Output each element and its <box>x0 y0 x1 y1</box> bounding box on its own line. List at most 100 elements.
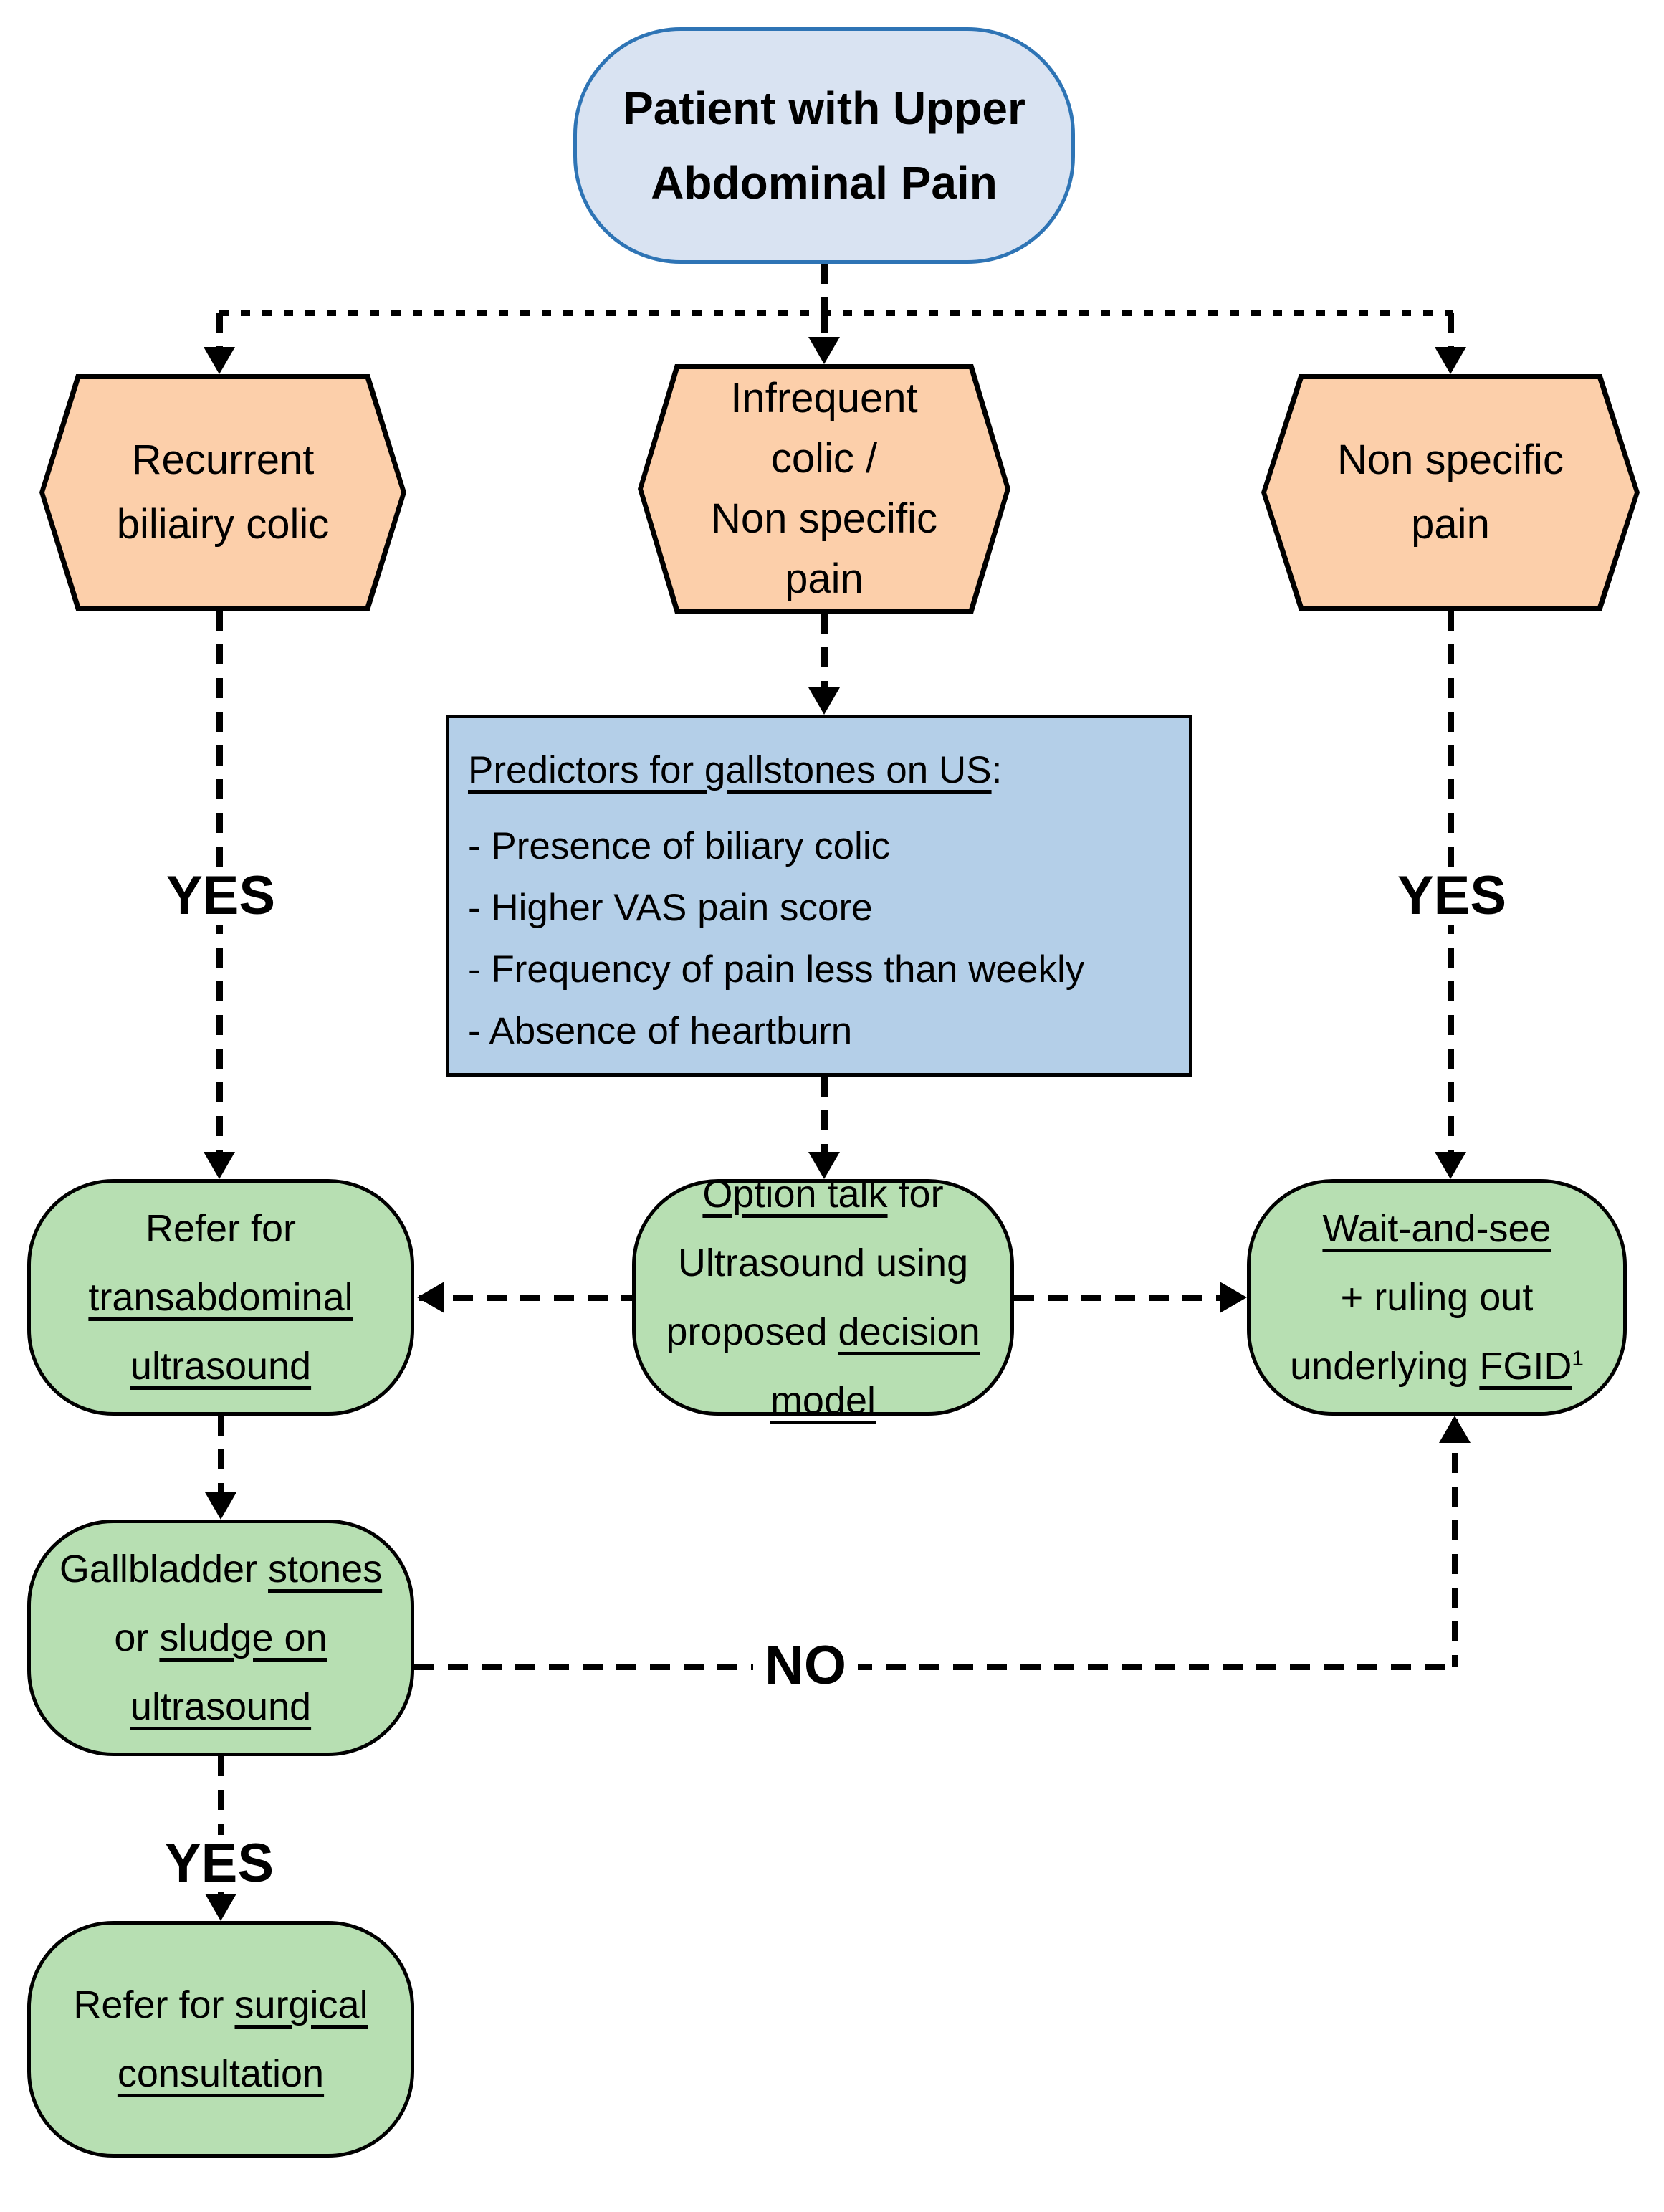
arrow-into-refer-ultrasound-right <box>417 1282 444 1313</box>
edge-start-stem <box>821 264 828 313</box>
edge-hex-center-to-predictors <box>821 614 828 697</box>
node-gallbladder-stones-or-sludge-line: ultrasound <box>130 1672 311 1741</box>
node-non-specific-pain-line: Non specific <box>1337 428 1564 492</box>
node-recurrent-biliary-colic-line: Recurrent <box>132 428 315 492</box>
node-predictors-for-gallstones-line: - Frequency of pain less than weekly <box>468 939 1084 1001</box>
arrow-into-wait-and-see-bottom <box>1439 1416 1471 1443</box>
node-non-specific-pain-segment: Non specific <box>1337 437 1564 483</box>
node-option-talk-ultrasound-decision-model-line: model <box>770 1366 876 1435</box>
node-predictors-for-gallstones: Predictors for gallstones on US: - Presen… <box>446 715 1192 1077</box>
node-option-talk-ultrasound-decision-model-line: proposed decision <box>666 1297 980 1366</box>
node-predictors-for-gallstones-segment: Predictors for gallstones on US <box>468 749 992 791</box>
node-predictors-for-gallstones-segment: - Absence of heartburn <box>468 1010 853 1052</box>
node-option-talk-ultrasound-decision-model-segment: Ultrasound using <box>677 1241 969 1284</box>
node-wait-and-see-ruling-out-fgid-segment: FGID <box>1479 1345 1572 1388</box>
node-gallbladder-stones-or-sludge-line: Gallbladder stones <box>59 1535 382 1603</box>
node-refer-transabdominal-ultrasound-line: ultrasound <box>130 1332 311 1401</box>
node-gallbladder-stones-or-sludge-line: or sludge on <box>114 1603 327 1672</box>
node-wait-and-see-ruling-out-fgid-segment: underlying <box>1290 1345 1480 1388</box>
node-predictors-for-gallstones-line: - Absence of heartburn <box>468 1001 852 1062</box>
node-infrequent-colic-non-specific-pain-line: pain <box>785 549 864 609</box>
node-gallbladder-stones-or-sludge-segment: stones <box>268 1548 383 1591</box>
arrow-into-predictors <box>808 687 840 715</box>
label-yes-bottom: YES <box>153 1835 286 1892</box>
node-refer-surgical-consultation-segment: Refer for <box>73 1983 235 2026</box>
edge-option-to-refer-ultrasound <box>419 1295 632 1301</box>
node-option-talk-ultrasound-decision-model-line: Ultrasound using <box>678 1229 968 1297</box>
node-refer-transabdominal-ultrasound-segment: Refer for <box>145 1207 297 1250</box>
node-infrequent-colic-non-specific-pain-line: Infrequent <box>730 368 917 429</box>
node-wait-and-see-ruling-out-fgid-line: underlying FGID1 <box>1290 1332 1584 1401</box>
node-refer-transabdominal-ultrasound-segment: transabdominal <box>88 1276 353 1319</box>
node-predictors-for-gallstones-text: Predictors for gallstones on US: - Presen… <box>449 718 1189 1073</box>
node-non-specific-pain-line: pain <box>1411 492 1490 557</box>
node-predictors-for-gallstones-segment: - Presence of biliary colic <box>468 825 891 867</box>
node-infrequent-colic-non-specific-pain-line: colic / <box>771 429 877 489</box>
node-predictors-for-gallstones-line: - Higher VAS pain score <box>468 877 873 939</box>
node-predictors-for-gallstones-segment: - Higher VAS pain score <box>468 887 873 929</box>
node-recurrent-biliary-colic-line: biliairy colic <box>117 492 330 557</box>
node-predictors-for-gallstones-segment: - Frequency of pain less than weekly <box>468 948 1085 991</box>
node-infrequent-colic-non-specific-pain: Infrequent colic / Non specific pain <box>638 364 1010 614</box>
label-no: NO <box>753 1637 858 1694</box>
node-refer-surgical-consultation-segment: surgical <box>234 1983 368 2026</box>
node-refer-surgical-consultation-line: Refer for surgical <box>73 1970 368 2039</box>
node-gallbladder-stones-or-sludge-segment: sludge on <box>159 1616 327 1659</box>
node-recurrent-biliary-colic-segment: Recurrent <box>131 437 315 483</box>
node-option-talk-ultrasound-decision-model-segment: Option talk <box>702 1173 888 1216</box>
node-gallbladder-stones-or-sludge-segment: or <box>114 1616 160 1659</box>
arrow-into-gallbladder <box>205 1492 236 1520</box>
node-wait-and-see-ruling-out-fgid-text: Wait-and-see + ruling out underlying FGID1 <box>1251 1183 1623 1412</box>
node-refer-transabdominal-ultrasound-text: Refer for transabdominal ultrasound <box>31 1183 411 1412</box>
node-gallbladder-stones-or-sludge-segment: Gallbladder <box>59 1548 269 1591</box>
node-patient-upper-abdominal-pain-segment: Patient with Upper <box>623 82 1025 134</box>
arrow-into-wait-and-see-left <box>1220 1282 1247 1313</box>
edge-drop-right <box>1448 313 1454 356</box>
node-wait-and-see-ruling-out-fgid-line: + ruling out <box>1341 1263 1534 1332</box>
label-yes-left: YES <box>154 867 287 925</box>
node-patient-upper-abdominal-pain-line: Abdominal Pain <box>651 146 998 220</box>
node-option-talk-ultrasound-decision-model-segment: for <box>887 1173 944 1216</box>
node-wait-and-see-ruling-out-fgid-line: Wait-and-see <box>1322 1194 1551 1263</box>
node-refer-transabdominal-ultrasound: Refer for transabdominal ultrasound <box>27 1179 414 1416</box>
arrow-into-hex-right <box>1435 347 1466 374</box>
node-infrequent-colic-non-specific-pain-text: Infrequent colic / Non specific pain <box>638 364 1010 614</box>
arrow-into-wait-and-see-top <box>1435 1152 1466 1179</box>
node-non-specific-pain-fill <box>1266 379 1635 606</box>
node-infrequent-colic-non-specific-pain-segment: Infrequent <box>730 375 918 421</box>
node-infrequent-colic-non-specific-pain-fill <box>643 369 1005 609</box>
node-refer-surgical-consultation-segment: consultation <box>117 2052 325 2095</box>
edge-option-to-wait-and-see <box>1014 1295 1244 1301</box>
node-option-talk-ultrasound-decision-model-segment: decision <box>838 1310 980 1353</box>
arrow-into-refer-ultrasound-top <box>204 1152 235 1179</box>
node-refer-transabdominal-ultrasound-segment: ultrasound <box>130 1345 312 1388</box>
edge-drop-center <box>821 313 828 345</box>
node-infrequent-colic-non-specific-pain-segment: pain <box>785 556 864 602</box>
arrow-into-option-talk <box>808 1152 840 1179</box>
edge-no-vertical <box>1452 1419 1458 1667</box>
arrow-into-hex-center <box>808 337 840 364</box>
node-non-specific-pain-segment: pain <box>1411 501 1490 548</box>
node-recurrent-biliary-colic-text: Recurrent biliairy colic <box>39 374 406 611</box>
node-wait-and-see-ruling-out-fgid-segment: Wait-and-see <box>1322 1207 1551 1250</box>
node-refer-surgical-consultation-text: Refer for surgical consultation <box>31 1925 411 2154</box>
node-predictors-for-gallstones-line: Predictors for gallstones on US: <box>468 740 1002 801</box>
node-recurrent-biliary-colic-fill <box>44 379 401 606</box>
edge-predictors-to-option-talk <box>821 1077 828 1161</box>
node-refer-surgical-consultation: Refer for surgical consultation <box>27 1921 414 2158</box>
node-infrequent-colic-non-specific-pain-segment: colic / <box>770 435 878 482</box>
node-option-talk-ultrasound-decision-model-segment: model <box>770 1379 876 1422</box>
node-wait-and-see-ruling-out-fgid-segment: + ruling out <box>1340 1276 1534 1319</box>
node-wait-and-see-ruling-out-fgid: Wait-and-see + ruling out underlying FGID1 <box>1247 1179 1627 1416</box>
node-non-specific-pain: Non specific pain <box>1261 374 1640 611</box>
node-infrequent-colic-non-specific-pain-line: Non specific <box>711 489 937 549</box>
node-patient-upper-abdominal-pain-segment: Abdominal Pain <box>651 157 998 209</box>
node-patient-upper-abdominal-pain-line: Patient with Upper <box>623 71 1025 146</box>
node-recurrent-biliary-colic-segment: biliairy colic <box>116 501 330 548</box>
